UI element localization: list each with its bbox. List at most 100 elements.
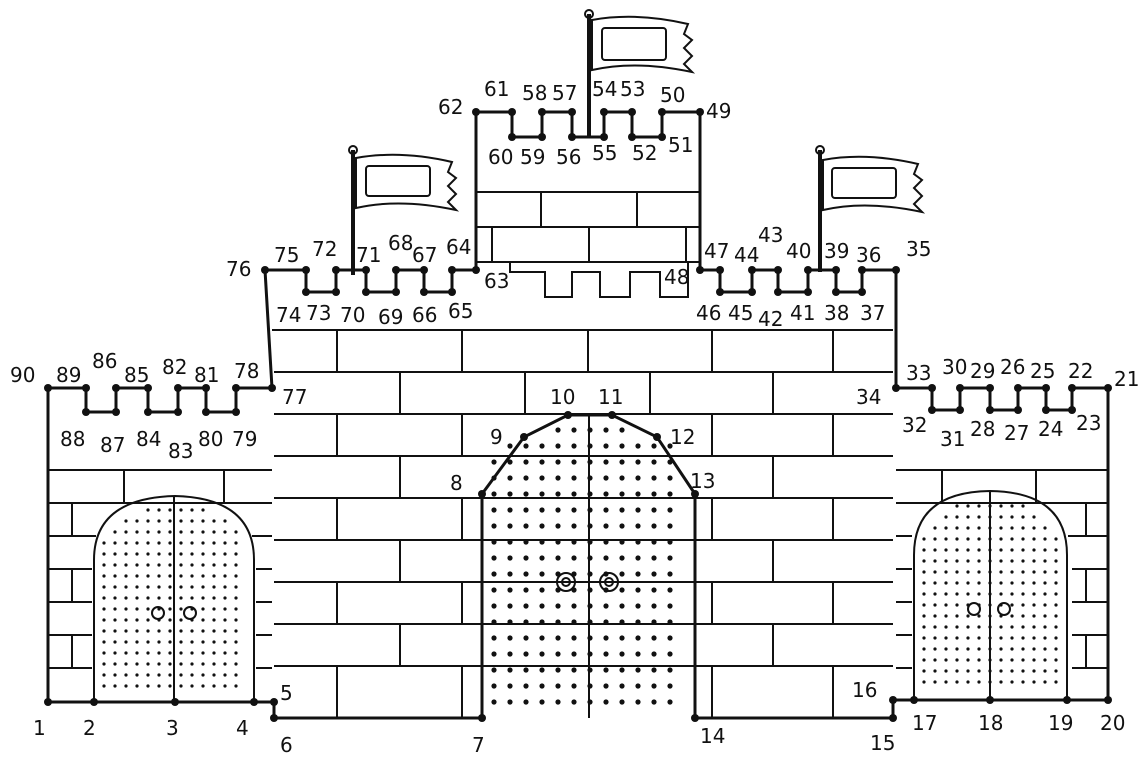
stud-dot bbox=[1043, 592, 1047, 596]
stud-dot bbox=[1032, 603, 1036, 607]
stud-dot bbox=[977, 603, 981, 607]
svg-text:12: 12 bbox=[670, 425, 695, 449]
stud-dot bbox=[491, 571, 497, 577]
stud-dot bbox=[491, 619, 497, 625]
stud-dot bbox=[1010, 581, 1014, 585]
svg-text:82: 82 bbox=[162, 355, 187, 379]
numbered-points: 1 2 3 4 5 6 7 8 9 10 11 12 13 14 15 16 1… bbox=[10, 77, 1139, 757]
stud-dot bbox=[1054, 625, 1058, 629]
stud-dot bbox=[1043, 603, 1047, 607]
stud-dot bbox=[555, 683, 561, 689]
stud-dot bbox=[146, 574, 150, 578]
svg-text:60: 60 bbox=[488, 145, 513, 169]
point-36: 36 bbox=[856, 243, 881, 274]
stud-dot bbox=[539, 475, 545, 481]
stud-dot bbox=[539, 603, 545, 609]
stud-dot bbox=[113, 585, 117, 589]
stud-dot bbox=[603, 459, 609, 465]
stud-dot bbox=[587, 571, 593, 577]
point-21: 21 bbox=[1104, 367, 1139, 392]
stud-dot bbox=[619, 523, 625, 529]
stud-dot bbox=[1021, 647, 1025, 651]
point-43: 43 bbox=[758, 223, 783, 274]
svg-text:4: 4 bbox=[236, 716, 249, 740]
stud-dot bbox=[168, 673, 172, 677]
svg-text:27: 27 bbox=[1004, 421, 1029, 445]
stud-dot bbox=[977, 537, 981, 541]
stud-dot bbox=[1021, 603, 1025, 607]
stud-dot bbox=[571, 427, 577, 433]
svg-text:42: 42 bbox=[758, 307, 783, 331]
stud-dot bbox=[113, 530, 117, 534]
stud-dot bbox=[168, 574, 172, 578]
stud-dot bbox=[1021, 592, 1025, 596]
stud-dot bbox=[157, 651, 161, 655]
stud-dot bbox=[988, 559, 992, 563]
stud-dot bbox=[988, 548, 992, 552]
stud-dot bbox=[190, 618, 194, 622]
stud-dot bbox=[523, 571, 529, 577]
stud-dot bbox=[944, 515, 948, 519]
stud-dot bbox=[1032, 548, 1036, 552]
stud-dot bbox=[988, 680, 992, 684]
point-12: 12 bbox=[653, 425, 695, 449]
point-20: 20 bbox=[1100, 696, 1125, 735]
stud-dot bbox=[619, 651, 625, 657]
svg-text:21: 21 bbox=[1114, 367, 1139, 391]
stud-dot bbox=[635, 523, 641, 529]
stud-dot bbox=[179, 552, 183, 556]
stud-dot bbox=[944, 647, 948, 651]
stud-dot bbox=[102, 629, 106, 633]
svg-text:57: 57 bbox=[552, 81, 577, 105]
stud-dot bbox=[1010, 603, 1014, 607]
stud-dot bbox=[999, 515, 1003, 519]
stud-dot bbox=[619, 475, 625, 481]
svg-text:50: 50 bbox=[660, 83, 685, 107]
stud-dot bbox=[922, 559, 926, 563]
stud-dot bbox=[190, 673, 194, 677]
stud-dot bbox=[113, 662, 117, 666]
stud-dot bbox=[944, 559, 948, 563]
stud-dot bbox=[635, 459, 641, 465]
stud-dot bbox=[507, 491, 513, 497]
stud-dot bbox=[1054, 581, 1058, 585]
stud-dot bbox=[651, 683, 657, 689]
stud-dot bbox=[1021, 614, 1025, 618]
stud-dot bbox=[1043, 614, 1047, 618]
stud-dot bbox=[966, 614, 970, 618]
stud-dot bbox=[619, 619, 625, 625]
svg-text:1: 1 bbox=[33, 716, 46, 740]
svg-text:83: 83 bbox=[168, 439, 193, 463]
stud-dot bbox=[135, 684, 139, 688]
stud-dot bbox=[190, 519, 194, 523]
stud-dot bbox=[635, 667, 641, 673]
stud-dot bbox=[223, 662, 227, 666]
stud-dot bbox=[966, 504, 970, 508]
stud-dot bbox=[168, 585, 172, 589]
svg-text:14: 14 bbox=[700, 724, 725, 748]
svg-text:77: 77 bbox=[282, 385, 307, 409]
stud-dot bbox=[168, 541, 172, 545]
stud-dot bbox=[146, 519, 150, 523]
stud-dot bbox=[555, 523, 561, 529]
stud-dot bbox=[223, 563, 227, 567]
svg-text:26: 26 bbox=[1000, 355, 1025, 379]
stud-dot bbox=[555, 491, 561, 497]
stud-dot bbox=[1032, 570, 1036, 574]
stud-dot bbox=[1010, 669, 1014, 673]
svg-text:64: 64 bbox=[446, 235, 471, 259]
stud-dot bbox=[507, 667, 513, 673]
stud-dot bbox=[933, 636, 937, 640]
stud-dot bbox=[619, 603, 625, 609]
stud-dot bbox=[667, 443, 673, 449]
stud-dot bbox=[619, 683, 625, 689]
point-87: 87 bbox=[100, 408, 125, 457]
stud-dot bbox=[555, 475, 561, 481]
stud-dot bbox=[507, 619, 513, 625]
stud-dot bbox=[113, 563, 117, 567]
stud-dot bbox=[999, 658, 1003, 662]
stud-dot bbox=[157, 508, 161, 512]
stud-dot bbox=[977, 515, 981, 519]
stud-dot bbox=[966, 515, 970, 519]
stud-dot bbox=[212, 662, 216, 666]
